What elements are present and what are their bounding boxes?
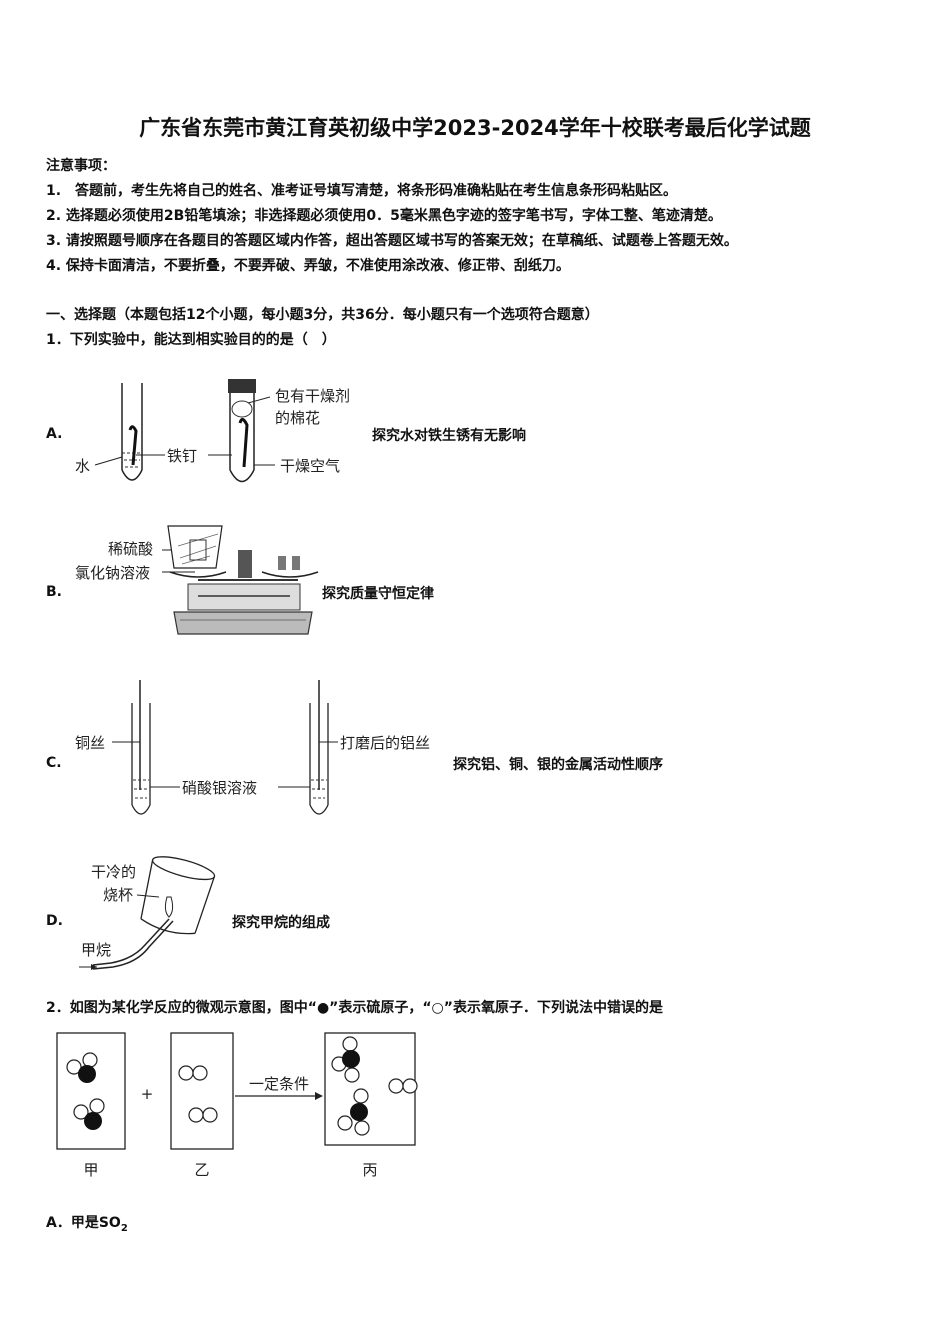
- label-cotton-1: 包有干燥剂: [275, 387, 350, 405]
- option-c-letter: C.: [46, 755, 62, 771]
- test-tube-dry-air: [228, 379, 256, 483]
- question-1-stem: 1．下列实验中，能达到相实验目的的是（ ）: [46, 332, 336, 348]
- label-salt-solution: 氯化钠溶液: [75, 564, 150, 582]
- label-nail: 铁钉: [167, 447, 197, 465]
- label-beaker: 烧杯: [103, 886, 133, 904]
- section-heading: 一、选择题（本题包括12个小题，每小题3分，共36分．每小题只有一个选项符合题意…: [46, 307, 599, 323]
- option-d-desc: 探究甲烷的组成: [232, 915, 330, 931]
- figure-c-metals: 铜丝 硝酸银溶液 打磨后的铝丝: [75, 680, 430, 815]
- label-aluminum-wire: 打磨后的铝丝: [340, 734, 430, 752]
- label-condition: 一定条件: [249, 1075, 309, 1093]
- question-2-option-a: A．甲是SO2: [46, 1212, 128, 1234]
- option-a-text: A．甲是SO: [46, 1215, 121, 1231]
- label-cotton-2: 的棉花: [275, 409, 320, 427]
- notice-item-4: 4. 保持卡面清洁，不要折叠，不要弄破、弄皱，不准使用涂改液、修正带、刮纸刀。: [46, 258, 570, 274]
- label-yi: 乙: [194, 1161, 209, 1179]
- label-bing: 丙: [362, 1161, 377, 1179]
- plus-sign: +: [141, 1085, 154, 1103]
- option-a-desc: 探究水对铁生锈有无影响: [372, 428, 526, 444]
- option-c-desc: 探究铝、铜、银的金属活动性顺序: [453, 757, 663, 773]
- label-methane: 甲烷: [81, 941, 111, 959]
- notice-item-3: 3. 请按照题号顺序在各题目的答题区域内作答，超出答题区域书写的答案无效；在草稿…: [46, 233, 738, 249]
- label-jia: 甲: [83, 1161, 98, 1179]
- figure-q2-micro: 甲 + 乙 一定条件 丙: [56, 1032, 418, 1179]
- figure-d-methane: 干冷的 烧杯 甲烷: [79, 856, 216, 970]
- notice-item-1: 1. 答题前，考生先将自己的姓名、准考证号填写清楚，将条形码准确粘贴在考生信息条…: [46, 183, 678, 199]
- question-2-stem: 2．如图为某化学反应的微观示意图，图中“●”表示硫原子，“○”表示氧原子．下列说…: [46, 1000, 663, 1016]
- label-silver-nitrate: 硝酸银溶液: [182, 779, 257, 797]
- figure-a-rust: 水 铁钉 包有干燥剂 的棉花 干燥空气: [75, 379, 350, 483]
- notice-item-2: 2. 选择题必须使用2B铅笔填涂；非选择题必须使用0．5毫米黑色字迹的签字笔书写…: [46, 208, 722, 224]
- option-a-letter: A.: [46, 426, 63, 442]
- option-b-letter: B.: [46, 584, 62, 600]
- test-tube-water: [121, 383, 143, 481]
- label-copper-wire: 铜丝: [75, 734, 105, 752]
- notice-heading: 注意事项：: [46, 158, 116, 174]
- label-water: 水: [75, 457, 90, 475]
- label-dry-cold: 干冷的: [91, 863, 136, 881]
- option-b-desc: 探究质量守恒定律: [322, 586, 434, 602]
- option-d-letter: D.: [46, 913, 63, 929]
- label-acid: 稀硫酸: [108, 540, 153, 558]
- page-title: 广东省东莞市黄江育英初级中学2023-2024学年十校联考最后化学试题: [139, 116, 811, 140]
- figure-b-balance: 稀硫酸 氯化钠溶液: [75, 525, 319, 635]
- label-dry-air: 干燥空气: [280, 457, 340, 475]
- option-a-subscript: 2: [120, 1222, 128, 1234]
